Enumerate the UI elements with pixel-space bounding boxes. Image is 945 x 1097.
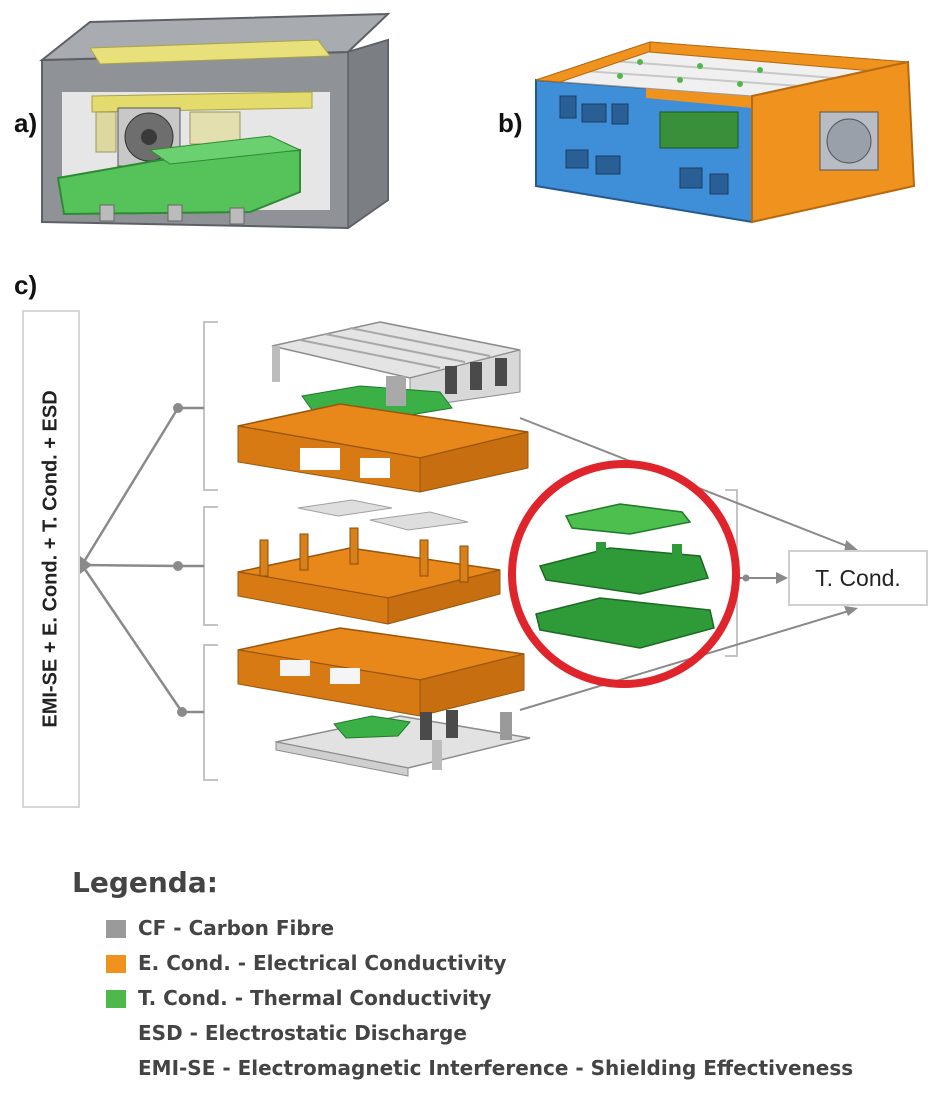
orange-frame-middle [237,527,501,625]
thermal-parts-highlighted [535,503,715,649]
legend-text: E. Cond. - Electrical Conductivity [138,951,507,975]
connector-lines [80,406,204,714]
orange-frame-top [237,403,529,493]
thermal-part-bottom [333,715,411,739]
legend-swatch-orange [106,955,126,973]
legend-item-thermal: T. Cond. - Thermal Conductivity [72,983,491,1018]
legend-text: EMI-SE - Electromagnetic Interference - … [138,1056,854,1080]
panel-label-b: b) [498,108,523,138]
legend-item-emi: EMI-SE - Electromagnetic Interference - … [72,1053,853,1088]
legend-item-cf: CF - Carbon Fibre [72,913,334,948]
legend-swatch-green [106,990,126,1008]
legend-swatch-gray [106,920,126,938]
panel-label-a: a) [14,108,38,138]
requirements-label: EMI-SE + E. Cond. + T. Cond. + ESD [39,390,62,728]
bottom-tray-part [275,710,531,777]
legend-item-esd: ESD - Electrostatic Discharge [72,1018,467,1053]
cf-sheet-2 [369,511,469,531]
panel-label-c: c) [14,270,38,300]
legend-title: Legenda: [72,866,218,899]
legend-text: T. Cond. - Thermal Conductivity [138,986,492,1010]
enclosure-b-image [535,41,916,224]
highlight-circle [508,460,740,688]
legend-text: ESD - Electrostatic Discharge [138,1021,467,1045]
legend-item-electrical: E. Cond. - Electrical Conductivity [72,948,506,983]
requirements-box: EMI-SE + E. Cond. + T. Cond. + ESD [22,310,80,808]
legend-text: CF - Carbon Fibre [138,916,335,940]
legend: Legenda: CF - Carbon Fibre E. Cond. - El… [72,866,853,1088]
thermal-conductivity-box: T. Cond. [788,550,928,606]
orange-frame-bottom [237,627,525,717]
cf-sheet-1 [297,499,393,517]
enclosure-a-image [39,12,391,230]
